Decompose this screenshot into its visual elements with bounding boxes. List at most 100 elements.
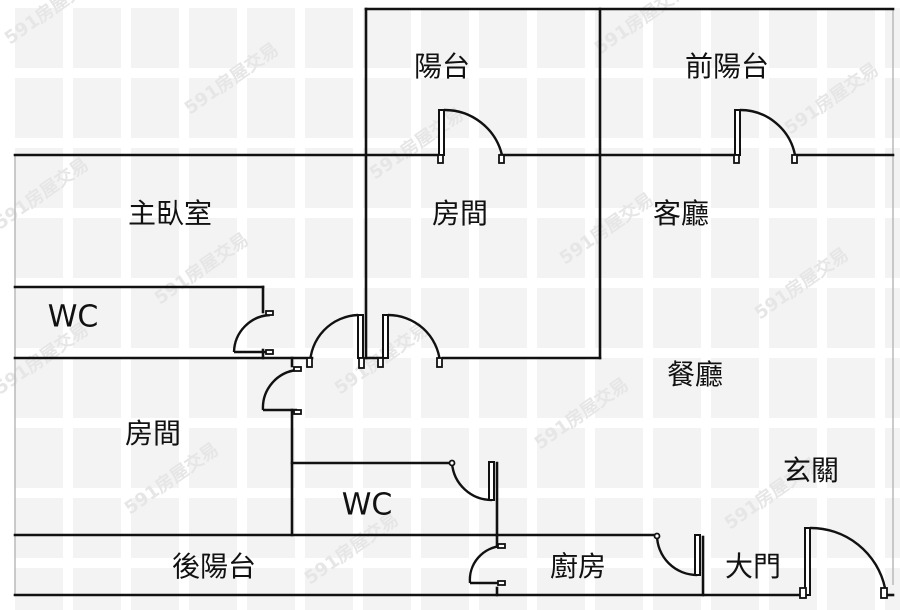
watermark-tile (827, 358, 875, 418)
watermark-tile (305, 148, 353, 208)
watermark-tile (189, 218, 237, 278)
watermark-tile (247, 498, 295, 558)
watermark-tile (131, 8, 179, 68)
watermark-tile (827, 498, 875, 558)
watermark-tile (421, 8, 469, 68)
watermark-tile (73, 358, 121, 418)
watermark-tile (131, 288, 179, 348)
watermark-tile (131, 78, 179, 138)
door-bedroom-middle-right[interactable] (377, 313, 443, 368)
watermark-tile (73, 218, 121, 278)
watermark-tile (479, 288, 527, 348)
watermark-tile (537, 498, 585, 558)
watermark-tile (247, 78, 295, 138)
watermark-tile (73, 8, 121, 68)
watermark-tile (827, 568, 875, 610)
watermark-tile (711, 218, 759, 278)
door-balcony[interactable] (437, 108, 505, 164)
label-living-room: 客廳 (653, 197, 709, 230)
watermark-tile (653, 78, 701, 138)
watermark-tile (653, 8, 701, 68)
door-main[interactable] (799, 526, 888, 599)
watermark-tile (189, 498, 237, 558)
watermark-tile (421, 428, 469, 488)
door-wc-lower[interactable] (448, 459, 495, 502)
watermark-tile (247, 568, 295, 610)
watermark-tile (885, 568, 900, 610)
watermark-tile (653, 288, 701, 348)
watermark-tile (595, 358, 643, 418)
watermark-tile (595, 148, 643, 208)
watermark-tile (653, 358, 701, 418)
label-wc-lower: WC (342, 488, 393, 523)
watermark-tile (653, 148, 701, 208)
label-front-balcony: 前陽台 (685, 50, 769, 83)
watermark-tile (73, 568, 121, 610)
watermark-tile (15, 568, 63, 610)
watermark-tile (305, 568, 353, 610)
door-front-balcony[interactable] (733, 108, 798, 164)
watermark-tile (15, 218, 63, 278)
watermark-tile (247, 8, 295, 68)
watermark-tile (595, 568, 643, 610)
watermark-tile (537, 148, 585, 208)
watermark-tile (247, 218, 295, 278)
watermark-tile (189, 358, 237, 418)
watermark-tile (247, 358, 295, 418)
watermark-tile (189, 148, 237, 208)
watermark-tile (189, 8, 237, 68)
watermark-tile (711, 288, 759, 348)
watermark-tile (827, 428, 875, 488)
label-main-door: 大門 (725, 550, 781, 583)
watermark-tile (827, 148, 875, 208)
watermark-tile (711, 358, 759, 418)
watermark-tile (827, 218, 875, 278)
door-bedroom-lower[interactable] (261, 366, 302, 415)
watermark-tile (189, 78, 237, 138)
door-bedroom-middle-left[interactable] (306, 313, 365, 369)
door-wc-upper[interactable] (232, 310, 274, 355)
watermark-tile (479, 358, 527, 418)
watermark-tile (479, 8, 527, 68)
watermark-tile (73, 148, 121, 208)
watermark-tile (537, 288, 585, 348)
watermark-tile (305, 218, 353, 278)
watermark-tile (131, 568, 179, 610)
watermark-tile (131, 428, 179, 488)
watermark-tile (537, 218, 585, 278)
label-dining-room: 餐廳 (667, 358, 723, 391)
label-kitchen: 廚房 (550, 550, 606, 583)
watermark-tile (363, 358, 411, 418)
watermark-tile (479, 568, 527, 610)
watermark-tile (363, 498, 411, 558)
door-kitchen-right[interactable] (653, 532, 701, 577)
watermark-tile (595, 498, 643, 558)
label-master-bedroom: 主臥室 (128, 197, 212, 230)
watermark-tile (15, 288, 63, 348)
watermark-tile (73, 498, 121, 558)
watermark-tile (247, 148, 295, 208)
watermark-tile (15, 498, 63, 558)
watermark-tile (305, 358, 353, 418)
watermark-tile (827, 78, 875, 138)
watermark-tile (769, 78, 817, 138)
walls (13, 7, 895, 597)
watermark-tile (769, 8, 817, 68)
door-kitchen[interactable] (468, 543, 506, 586)
watermark-tile (305, 428, 353, 488)
watermark-tile (711, 8, 759, 68)
watermark-tile (479, 218, 527, 278)
watermark-tile (189, 568, 237, 610)
watermark-tile (537, 428, 585, 488)
watermark-tile (131, 218, 179, 278)
watermark-tile (15, 78, 63, 138)
watermark-tile (479, 78, 527, 138)
watermark-tile (595, 288, 643, 348)
label-bedroom-lower: 房間 (125, 417, 181, 450)
watermark-tile (363, 428, 411, 488)
watermark-tile (537, 78, 585, 138)
watermark-tile (363, 568, 411, 610)
watermark-tile (653, 428, 701, 488)
watermark-tile (305, 498, 353, 558)
